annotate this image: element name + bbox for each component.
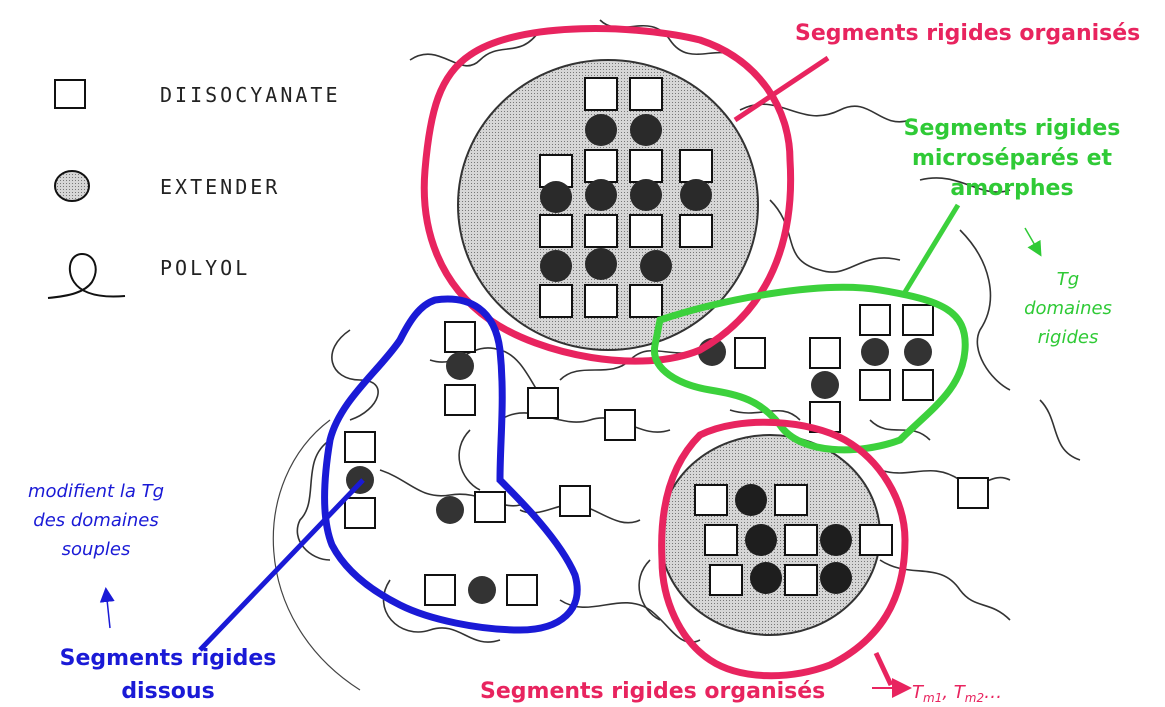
extender-legend-icon	[54, 170, 90, 202]
label-left-line1: modifient la Tg	[28, 481, 164, 502]
label-green-line2: microséparés et	[912, 146, 1113, 171]
label-tg-line2: domaines	[1024, 298, 1112, 319]
label-green-line1: Segments rigides	[904, 116, 1121, 141]
background-arc	[272, 419, 361, 691]
legend-extender-label: EXTENDER	[160, 175, 280, 199]
label-tg-line3: rigides	[1038, 327, 1099, 348]
label-tm: Tm1, Tm2…	[912, 682, 1002, 703]
arrow-blue-up	[99, 587, 115, 629]
label-left-line3: souples	[62, 539, 131, 560]
label-tg-line1: Tg	[1057, 269, 1079, 290]
legend-diisocyanate-label: DIISOCYANATE	[160, 83, 341, 107]
blue-outline	[321, 295, 581, 634]
connector-green-label	[902, 203, 961, 294]
connector-bottom-label	[873, 651, 894, 687]
label-left-line2: des domaines	[33, 510, 158, 531]
label-organized-top: Segments rigides organisés	[795, 21, 1140, 46]
legend-polyol-label: POLYOL	[160, 256, 250, 280]
diisocyanate-legend-icon	[54, 79, 86, 109]
pink-outline-top	[420, 25, 795, 365]
label-organized-bottom: Segments rigides organisés	[480, 679, 825, 703]
polyol-legend-icon	[47, 252, 126, 299]
organized-domain-bottom	[659, 434, 893, 636]
organized-domain-top	[457, 59, 759, 351]
label-blue-line2: dissous	[121, 679, 214, 703]
label-blue-line1: Segments rigides	[60, 646, 277, 671]
green-outline	[651, 283, 969, 454]
legend: DIISOCYANATE EXTENDER POLYOL	[47, 79, 341, 299]
connector-blue-label	[198, 478, 365, 652]
pink-outline-bottom	[658, 418, 909, 680]
label-green-line3: amorphes	[950, 176, 1073, 201]
arrow-green-tg	[1024, 227, 1042, 257]
connector-top-label	[733, 55, 830, 123]
dispersed-segments	[344, 304, 989, 606]
